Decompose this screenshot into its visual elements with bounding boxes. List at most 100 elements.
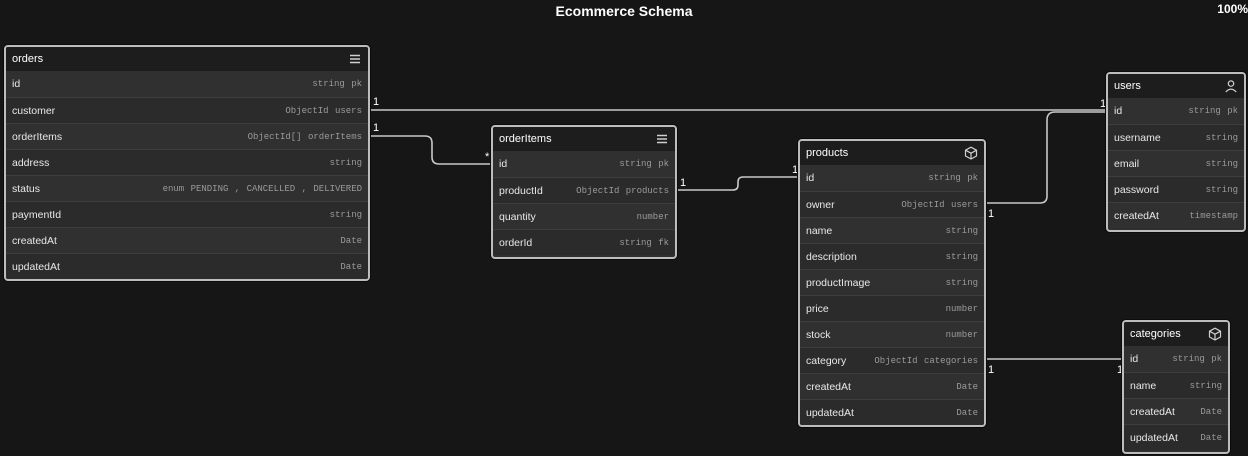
- field-type: string: [1205, 158, 1238, 169]
- field-type: ObjectId products: [576, 185, 669, 196]
- card-label: 1: [1100, 98, 1106, 110]
- field-row[interactable]: id string pk: [493, 151, 675, 177]
- field-name: name: [1130, 379, 1157, 392]
- table-products[interactable]: products id string pk owner ObjectId users…: [798, 139, 986, 427]
- field-name: username: [1114, 131, 1161, 144]
- menu-icon[interactable]: [348, 52, 362, 66]
- field-row[interactable]: id string pk: [800, 165, 984, 191]
- field-name: address: [12, 156, 50, 169]
- cube-icon[interactable]: [1208, 327, 1222, 341]
- table-header[interactable]: orders: [6, 47, 368, 71]
- field-type: string pk: [928, 173, 978, 183]
- field-row[interactable]: username string: [1108, 124, 1244, 150]
- card-label: 1: [373, 122, 379, 134]
- table-header[interactable]: users: [1108, 74, 1244, 98]
- field-list: id string pk productId ObjectId products q…: [493, 151, 675, 255]
- diagram-title: Ecommerce Schema: [555, 3, 693, 19]
- field-name: updatedAt: [1130, 431, 1178, 444]
- table-header[interactable]: orderItems: [493, 127, 675, 151]
- field-row[interactable]: status enum PENDING , CANCELLED , DELIVER…: [6, 175, 368, 201]
- table-header[interactable]: products: [800, 141, 984, 165]
- field-row[interactable]: name string: [1124, 372, 1228, 398]
- table-orderitems[interactable]: orderItems id string pk productId ObjectId…: [491, 125, 677, 259]
- field-type: enum PENDING , CANCELLED , DELIVERED: [162, 183, 362, 194]
- field-type: ObjectId[] orderItems: [247, 131, 362, 142]
- field-name: owner: [806, 198, 835, 211]
- field-type: string fk: [619, 237, 669, 248]
- field-name: orderId: [499, 236, 533, 249]
- table-header[interactable]: categories: [1124, 322, 1228, 346]
- field-name: id: [1114, 105, 1123, 117]
- field-name: createdAt: [806, 380, 851, 393]
- field-name: productId: [499, 184, 543, 197]
- card-label: 1: [792, 164, 798, 176]
- field-type: string pk: [1172, 354, 1222, 364]
- field-name: updatedAt: [806, 406, 854, 419]
- table-name: users: [1114, 80, 1141, 92]
- table-name: orders: [12, 53, 44, 65]
- field-type: Date: [340, 261, 362, 272]
- field-type: string: [1205, 132, 1238, 143]
- field-name: stock: [806, 328, 831, 341]
- edge-orders-orderitems[interactable]: [369, 135, 492, 165]
- field-name: id: [499, 158, 508, 170]
- field-type: string: [1189, 380, 1222, 391]
- user-icon[interactable]: [1224, 79, 1238, 93]
- zoom-level[interactable]: 100%: [1217, 2, 1248, 16]
- field-row[interactable]: updatedAt Date: [800, 399, 984, 425]
- field-name: status: [12, 182, 41, 195]
- field-type: number: [945, 303, 978, 314]
- card-label: 1: [373, 96, 379, 108]
- field-name: createdAt: [1114, 209, 1159, 222]
- edge-orderitems-products[interactable]: [678, 176, 799, 191]
- field-name: id: [806, 172, 815, 184]
- field-type: string pk: [312, 79, 362, 89]
- card-label: 1: [680, 177, 686, 189]
- field-name: name: [806, 224, 833, 237]
- field-name: createdAt: [12, 234, 57, 247]
- field-row[interactable]: productId ObjectId products: [493, 177, 675, 203]
- table-name: orderItems: [499, 133, 552, 145]
- cube-icon[interactable]: [964, 146, 978, 160]
- field-row[interactable]: createdAt Date: [6, 227, 368, 253]
- field-type: ObjectId users: [901, 199, 978, 210]
- field-row[interactable]: updatedAt Date: [1124, 424, 1228, 450]
- field-row[interactable]: createdAt Date: [800, 373, 984, 399]
- menu-icon[interactable]: [655, 132, 669, 146]
- field-type: Date: [956, 407, 978, 418]
- field-type: string pk: [619, 159, 669, 169]
- field-name: password: [1114, 183, 1159, 196]
- field-type: Date: [1200, 432, 1222, 443]
- field-type: Date: [340, 235, 362, 246]
- field-type: number: [636, 211, 669, 222]
- edge-products-owner-users[interactable]: [985, 111, 1106, 204]
- field-row[interactable]: owner ObjectId users: [800, 191, 984, 217]
- field-type: Date: [956, 381, 978, 392]
- table-name: categories: [1130, 328, 1181, 340]
- field-row[interactable]: orderId string fk: [493, 229, 675, 255]
